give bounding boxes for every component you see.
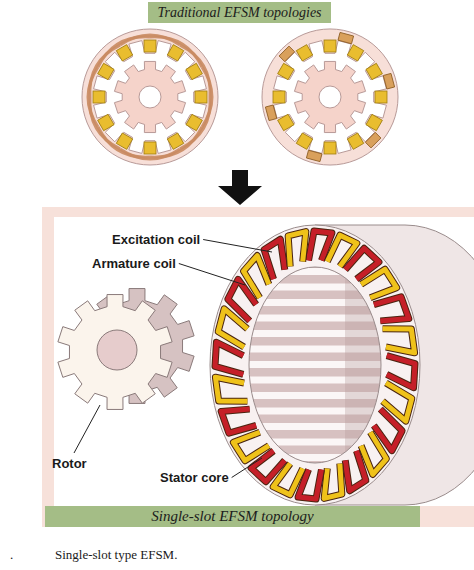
stator-lamination	[82, 29, 218, 165]
armature-winding	[90, 45, 120, 97]
coil-outline	[288, 232, 306, 267]
part-label: Excitation coil	[112, 232, 200, 247]
coil-block	[186, 63, 202, 79]
coil-outline	[264, 239, 285, 279]
stator-coils	[215, 231, 415, 499]
armature-coil	[215, 377, 247, 401]
armature-winding	[98, 127, 150, 157]
coil-outline	[233, 432, 269, 460]
coil-outline	[221, 409, 256, 433]
coil-block	[195, 91, 207, 103]
rotor-front	[58, 295, 172, 410]
coil-block	[324, 40, 336, 52]
coil-block	[383, 73, 394, 89]
leader-line	[74, 405, 100, 453]
part-label: Stator core	[160, 470, 229, 485]
coil-block	[278, 114, 294, 130]
leader-line	[179, 264, 245, 286]
armature-coil	[233, 432, 269, 460]
coil-outline	[374, 297, 409, 321]
coil-block	[265, 105, 276, 121]
rotor-hole	[97, 330, 137, 370]
armature-winding	[180, 97, 210, 149]
band-heading: Single-slot EFSM topology	[151, 508, 313, 525]
coil-block	[296, 133, 312, 149]
excitation-coil	[345, 451, 366, 491]
coil-outline	[383, 329, 415, 353]
armature-coil	[383, 329, 415, 353]
leader-line	[232, 458, 262, 478]
armature-coil	[288, 232, 306, 267]
coil-block	[186, 114, 202, 130]
leader-line	[203, 240, 272, 253]
coil-outline	[215, 377, 247, 401]
part-label: Armature coil	[92, 256, 176, 271]
band-heading: Traditional EFSM topologies	[157, 5, 321, 21]
motor-cross-section	[82, 29, 218, 165]
armature-coil	[361, 269, 397, 297]
coil-block	[366, 63, 382, 79]
motor-cross-section	[262, 29, 398, 165]
coil-block	[296, 45, 312, 61]
part-label: Rotor	[52, 456, 87, 471]
coil-outline	[361, 269, 397, 297]
coil-block	[365, 132, 381, 148]
coil-block	[98, 63, 114, 79]
coil-outline	[345, 451, 366, 491]
coil-block	[93, 91, 105, 103]
armature-coil	[324, 464, 342, 499]
stator-lamination	[262, 29, 398, 165]
coil-outline	[324, 464, 342, 499]
coil-block	[167, 45, 183, 61]
coil-block	[144, 40, 156, 52]
rotor-lamination	[294, 61, 365, 132]
coil-block	[375, 91, 387, 103]
stator-figure	[210, 225, 474, 505]
coil-block	[144, 142, 156, 154]
title-band: Single-slot EFSM topology	[45, 506, 420, 527]
traditional-motors	[82, 29, 398, 165]
coil-block	[306, 150, 322, 161]
coil-block	[278, 63, 294, 79]
coil-block	[167, 133, 183, 149]
coil-block	[347, 45, 363, 61]
stator-face	[210, 225, 420, 505]
figure-number-fragment: .	[10, 547, 13, 563]
title-band: Traditional EFSM topologies	[148, 2, 331, 23]
rotor-figure	[58, 289, 194, 410]
coil-block	[347, 133, 363, 149]
excitation-coil	[374, 297, 409, 321]
coil-block	[116, 45, 132, 61]
coil-block	[98, 114, 114, 130]
coil-block	[273, 91, 285, 103]
coil-block	[324, 142, 336, 154]
excitation-coil	[221, 409, 256, 433]
coil-block	[116, 133, 132, 149]
coil-block	[366, 114, 382, 130]
figure-caption: Single-slot type EFSM.	[55, 547, 177, 563]
rotor-lamination	[114, 61, 185, 132]
bore-edge	[249, 267, 381, 463]
excitation-coil	[264, 239, 285, 279]
leader-lines	[74, 240, 272, 478]
coil-block	[279, 46, 295, 62]
down-arrow	[218, 170, 262, 205]
coil-block	[338, 32, 354, 43]
